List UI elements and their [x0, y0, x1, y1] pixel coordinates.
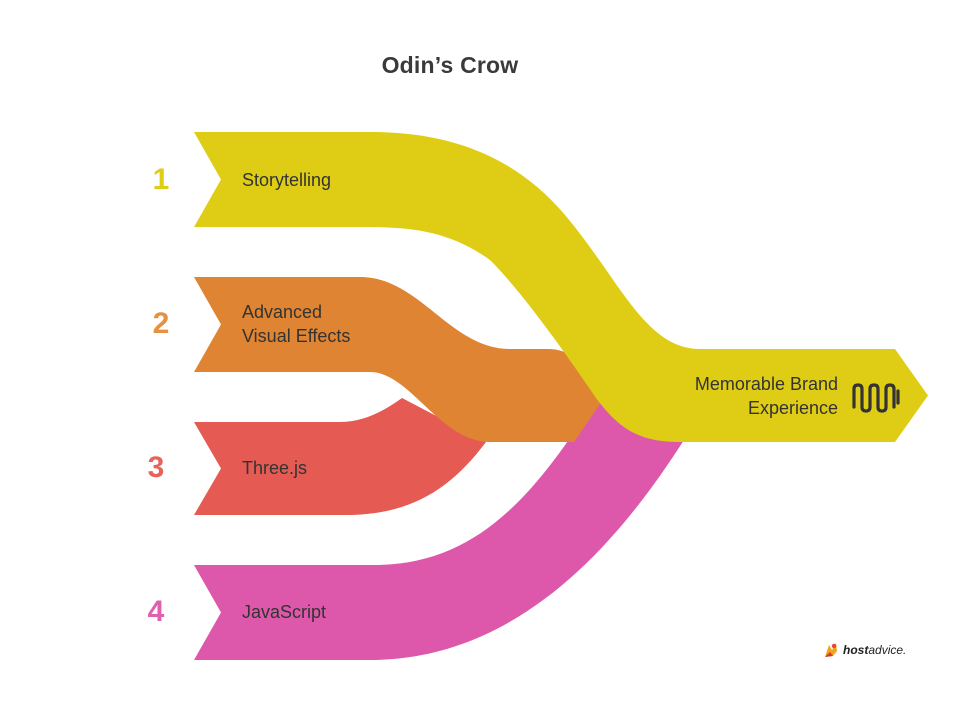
- crowd-wave-icon: [852, 383, 900, 413]
- stream-label-storytelling: Storytelling: [242, 168, 331, 192]
- logo-text-bold: host: [843, 643, 869, 657]
- label-line: Three.js: [242, 458, 308, 478]
- label-line: Storytelling: [242, 170, 332, 190]
- label-line: Advanced: [242, 302, 323, 322]
- label-line: JavaScript: [242, 602, 327, 622]
- step-number-1: 1: [152, 163, 170, 196]
- stream-label-visual-effects: Advanced Visual Effects: [242, 300, 350, 348]
- logo-text-regular: advice.: [868, 643, 907, 657]
- label-line: Experience: [747, 398, 838, 418]
- label-line: Visual Effects: [242, 326, 351, 346]
- stream-threejs: [194, 398, 486, 515]
- diagram-title: Odin’s Crow: [381, 52, 519, 78]
- hostadvice-logo-icon: [825, 643, 837, 657]
- stream-label-javascript: JavaScript: [242, 600, 326, 624]
- stream-storytelling: [194, 132, 928, 442]
- output-label: Memorable Brand Experience: [638, 372, 838, 420]
- step-number-3: 3: [147, 451, 165, 484]
- label-line: Memorable Brand: [694, 374, 838, 394]
- step-number-4: 4: [147, 595, 165, 628]
- stream-visual-effects: [194, 277, 604, 442]
- step-number-2: 2: [152, 307, 170, 340]
- stream-label-threejs: Three.js: [242, 456, 307, 480]
- stream-javascript: [194, 398, 684, 660]
